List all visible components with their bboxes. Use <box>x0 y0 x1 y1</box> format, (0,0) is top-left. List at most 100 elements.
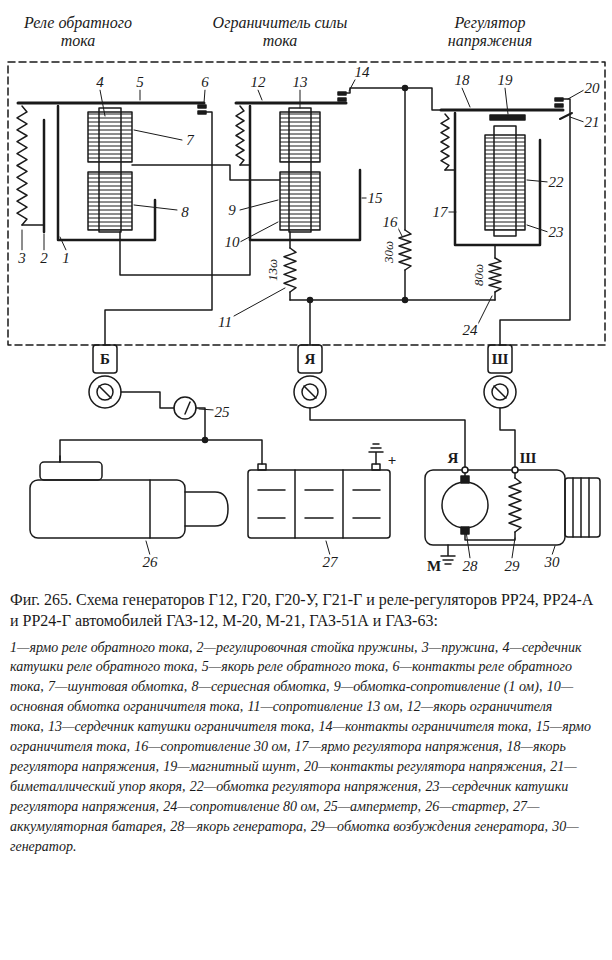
wire <box>105 112 212 345</box>
terminal <box>484 376 516 408</box>
key-list: 1—ярмо реле обратного тока,2—регулировоч… <box>10 638 602 857</box>
wire <box>120 232 250 275</box>
callout-number: 2 <box>39 251 49 266</box>
callout-number: 23 <box>548 225 565 240</box>
wire <box>308 298 313 303</box>
callout-number: 17 <box>432 205 449 220</box>
callout-number: 3 <box>17 251 27 266</box>
key-item: 24—сопротивление 80 ом, <box>163 799 319 814</box>
spring <box>236 106 244 165</box>
callout-number: 5 <box>135 75 145 90</box>
terminal <box>97 384 113 400</box>
key-item: 7—шунтовая обмотка, <box>48 679 187 694</box>
wire <box>310 408 465 470</box>
resistance-value: 30ω <box>382 240 395 264</box>
callout-number: 1 <box>61 251 71 266</box>
key-item: 26—стартер, <box>425 799 509 814</box>
callout-number: 4 <box>95 75 105 90</box>
callout-number: 21 <box>584 115 601 130</box>
key-item: 17—ярмо регулятора напряжения, <box>295 739 503 754</box>
generator <box>565 478 600 537</box>
current-limiter <box>240 164 250 166</box>
battery <box>372 464 380 470</box>
reverse-current-relay <box>198 111 206 114</box>
regulator-housing <box>8 62 605 345</box>
key-item: 3—пружина, <box>422 640 499 655</box>
terminal <box>492 384 508 400</box>
current-limiter <box>236 102 346 105</box>
terminal <box>89 376 121 408</box>
section-title: Ограничитель силы тока <box>209 14 351 51</box>
starter <box>30 480 185 538</box>
resistor-symbol <box>489 258 501 292</box>
wire <box>500 99 570 345</box>
wire <box>346 88 405 230</box>
key-item: 28—якорь генератора, <box>170 819 306 834</box>
callout-number: 14 <box>354 65 371 80</box>
callout-number: 9 <box>227 203 237 218</box>
generator <box>441 545 455 564</box>
callout-number: 16 <box>382 215 399 230</box>
callout-number: 11 <box>217 315 233 330</box>
wire <box>60 440 262 464</box>
reverse-current-relay <box>58 106 155 240</box>
battery <box>248 470 390 538</box>
voltage-regulator <box>445 169 455 171</box>
generator <box>425 470 565 545</box>
reverse-current-relay <box>18 103 206 240</box>
generator <box>462 467 468 473</box>
starter <box>40 462 102 480</box>
battery <box>369 444 383 464</box>
callout-number: 12 <box>250 75 267 90</box>
key-item: 20—контакты регулятора напряжения, <box>304 759 546 774</box>
starter <box>59 456 61 462</box>
battery <box>258 464 266 470</box>
key-item: 1—ярмо реле обратного тока, <box>10 640 192 655</box>
generator <box>442 482 488 528</box>
callout-number: 7 <box>185 133 195 148</box>
terminal-letter: Ш <box>519 451 537 466</box>
voltage-regulator <box>490 115 525 120</box>
wire <box>121 392 174 408</box>
current-limiter <box>250 106 360 240</box>
reverse-current-relay <box>18 102 204 105</box>
resistor-symbol <box>399 230 411 270</box>
spring-resistor <box>17 106 521 532</box>
reverse-current-relay <box>88 112 132 162</box>
terminal <box>298 345 322 373</box>
wire <box>403 86 408 91</box>
callout-number: 10 <box>224 235 241 250</box>
generator <box>465 473 515 540</box>
generator <box>573 478 589 537</box>
key-item: 8—сериесная обмотка, <box>192 679 330 694</box>
callout-number: 18 <box>454 73 471 88</box>
leader-line <box>22 78 584 558</box>
callout-number: 27 <box>322 555 339 570</box>
voltage-regulator <box>441 98 572 245</box>
terminal <box>488 345 512 373</box>
resistance-value: 80ω <box>472 263 485 287</box>
terminal <box>494 386 506 398</box>
ammeter <box>174 397 196 419</box>
terminal-letter: Я <box>447 451 460 466</box>
terminal <box>89 345 516 408</box>
key-item: 29—обмотка возбуждения генератора, <box>311 819 548 834</box>
key-item: 25—амперметр, <box>324 799 421 814</box>
callout-number: 26 <box>142 555 159 570</box>
key-item: 19—магнитный шунт, <box>163 759 300 774</box>
figure-caption: Фиг. 265. Схема генераторов Г12, Г20, Г2… <box>10 590 602 632</box>
key-item: 16—сопротивление 30 ом, <box>134 739 290 754</box>
key-item: 13—сердечник катушки ограничителя тока, <box>48 719 314 734</box>
wire <box>290 299 495 301</box>
section-title: Реле обратного тока <box>7 14 149 51</box>
resistor-symbol <box>284 248 296 292</box>
callout-number: 24 <box>462 323 479 338</box>
generator <box>512 467 518 473</box>
callout-number: 15 <box>367 191 384 206</box>
terminal <box>93 345 117 373</box>
section-title: Регулятор напряжения <box>419 14 561 51</box>
terminal-letter: Я <box>304 352 317 367</box>
generator <box>425 467 600 564</box>
voltage-regulator <box>555 98 563 101</box>
